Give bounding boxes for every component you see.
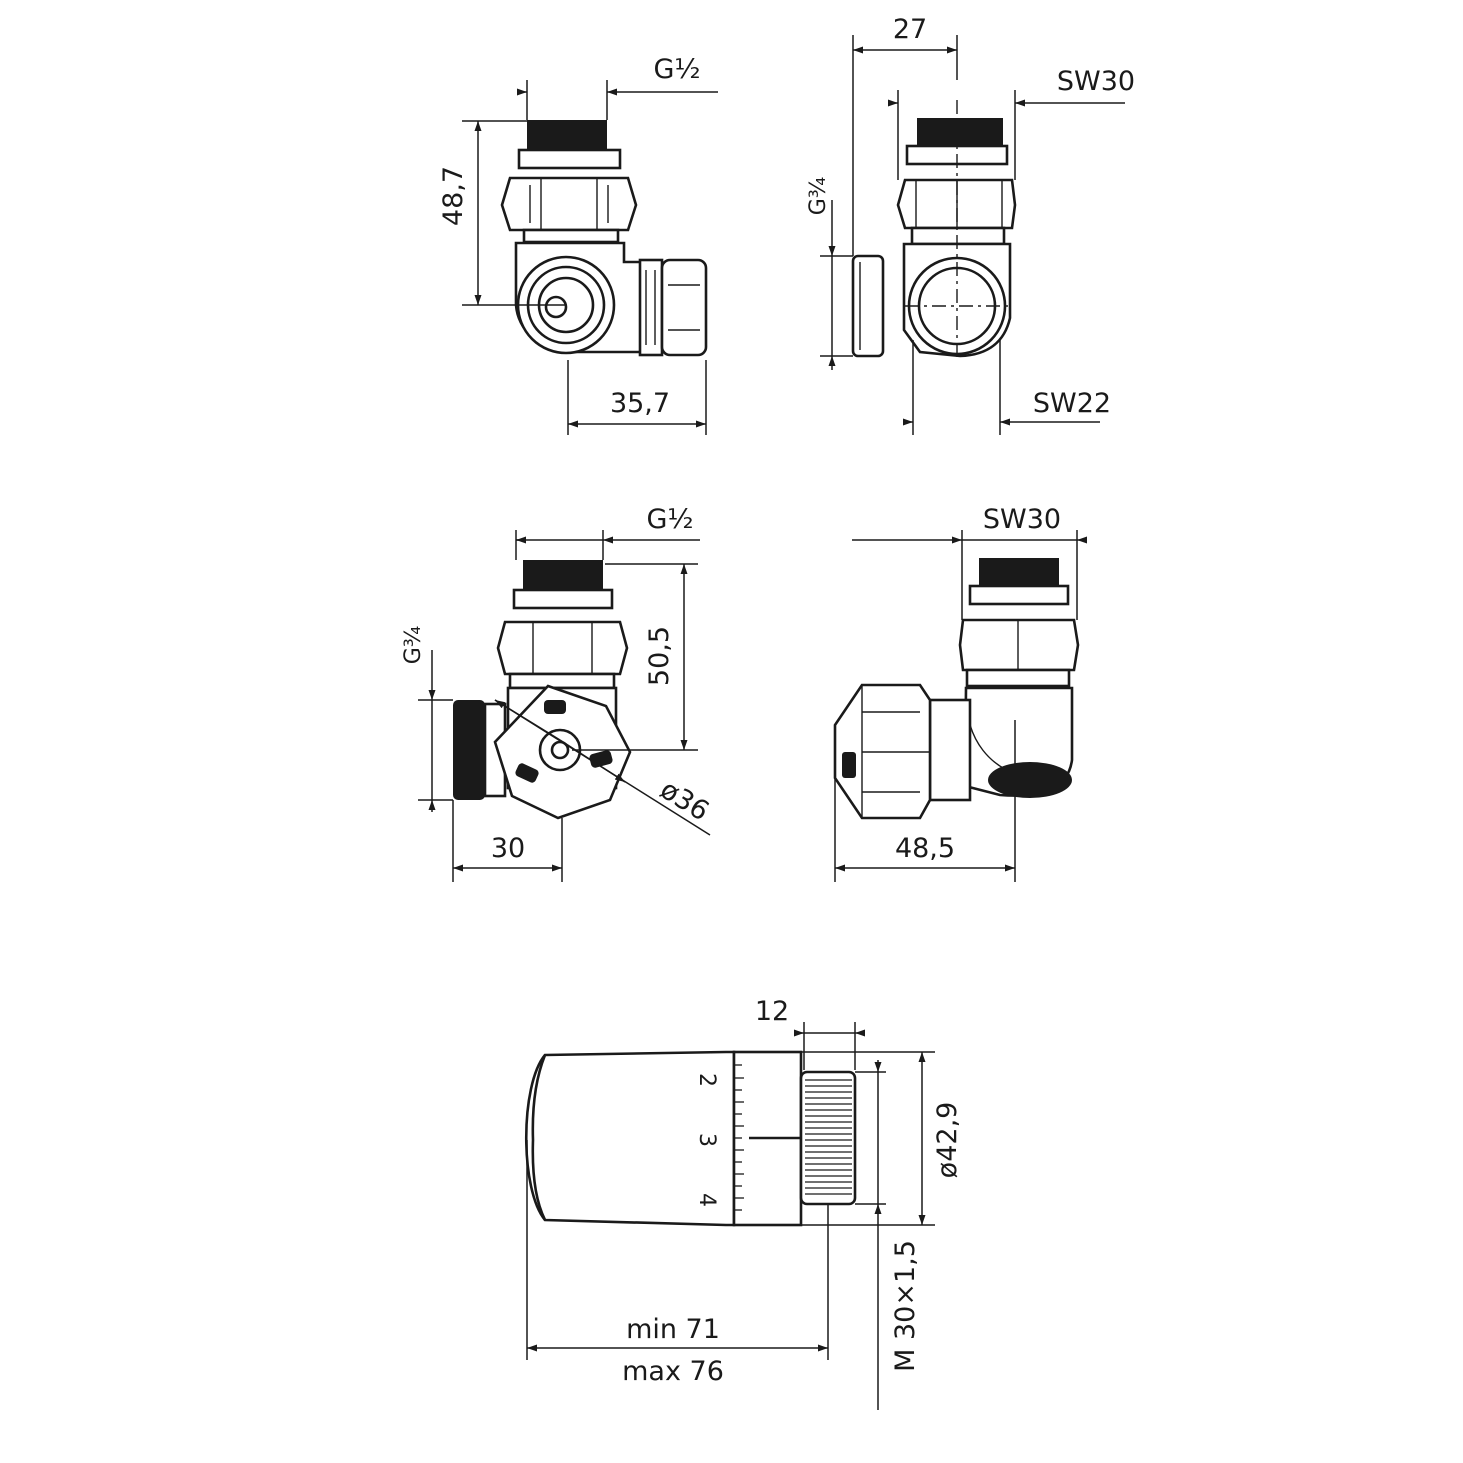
dim-label-width-top-left: 35,7 [610,388,670,419]
thread-top-left [527,120,607,150]
dim-label-height-mid-left: 50,5 [644,626,675,686]
valve-view-mid-left: G½ 50,5 G¾ ø36 30 [401,504,714,882]
dim-label-connection-thread: M 30×1,5 [890,1240,921,1372]
dim-label-sw30-mid-right: SW30 [983,504,1061,535]
dim-label-g-three-quarter-mid-left: G¾ [401,626,426,664]
valve-view-top-left: G½ 48,7 35,7 [438,54,718,435]
knurl-pattern [805,1079,852,1195]
dim-label-head-diameter: ø42,9 [932,1102,963,1179]
valve-view-top-right: 27 SW30 G¾ SW22 [806,14,1135,435]
dim-label-ring-width: 12 [755,996,789,1027]
scale-mark-2: 2 [694,1073,719,1087]
thermostat-head-view: 2 3 4 [524,996,963,1410]
dim-label-height-top-left: 48,7 [438,166,469,226]
dim-label-g-three-quarter-top-right: G¾ [806,177,831,215]
dim-label-width-mid-left: 30 [491,833,525,864]
valve-view-mid-right: SW30 48,5 [833,504,1087,882]
dim-label-max-length: max 76 [622,1356,724,1387]
scale-mark-4: 4 [694,1193,719,1207]
dim-label-width-top-right: 27 [893,14,927,45]
dim-label-g-half-mid-left: G½ [646,504,693,535]
scale-mark-3: 3 [694,1133,719,1147]
dim-label-g-half-top-left: G½ [653,54,700,85]
scale-ticks [734,1064,744,1211]
dim-label-sw30-top-right: SW30 [1057,66,1135,97]
dim-label-width-mid-right: 48,5 [895,833,955,864]
dim-label-min-length: min 71 [626,1314,720,1345]
dim-label-sw22-top-right: SW22 [1033,388,1111,419]
